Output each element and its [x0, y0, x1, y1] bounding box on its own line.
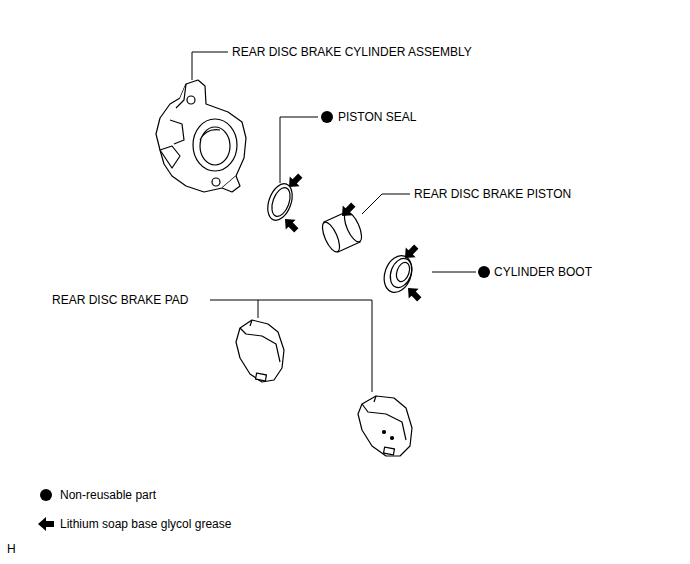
- non-reusable-mark: [321, 111, 333, 123]
- caliper-drawing: [156, 80, 246, 192]
- leader-line: [280, 117, 318, 183]
- brake-pad-drawing: [358, 396, 412, 456]
- non-reusable-mark: [478, 266, 490, 278]
- grease-arrow: [280, 171, 424, 305]
- part-name: REAR DISC BRAKE PAD: [52, 292, 188, 308]
- legend-dot-symbol: [40, 489, 52, 501]
- part-name: PISTON SEAL: [338, 109, 416, 125]
- figure-code: H: [7, 541, 16, 557]
- piston-seal-drawing: [263, 180, 297, 223]
- legend-text: Non-reusable part: [60, 487, 156, 503]
- leader-line: [210, 300, 372, 392]
- leader-line: [192, 52, 228, 80]
- legend-arrow-symbol: [38, 517, 54, 531]
- leader-line: [258, 300, 259, 318]
- part-name: REAR DISC BRAKE CYLINDER ASSEMBLY: [232, 44, 472, 60]
- leader-line: [362, 194, 410, 214]
- brake-pad-drawing: [236, 320, 284, 382]
- part-name: CYLINDER BOOT: [494, 264, 592, 280]
- leader-line: [432, 272, 476, 273]
- legend-text: Lithium soap base glycol grease: [60, 516, 231, 532]
- part-name: REAR DISC BRAKE PISTON: [414, 186, 571, 202]
- piston-drawing: [319, 210, 365, 254]
